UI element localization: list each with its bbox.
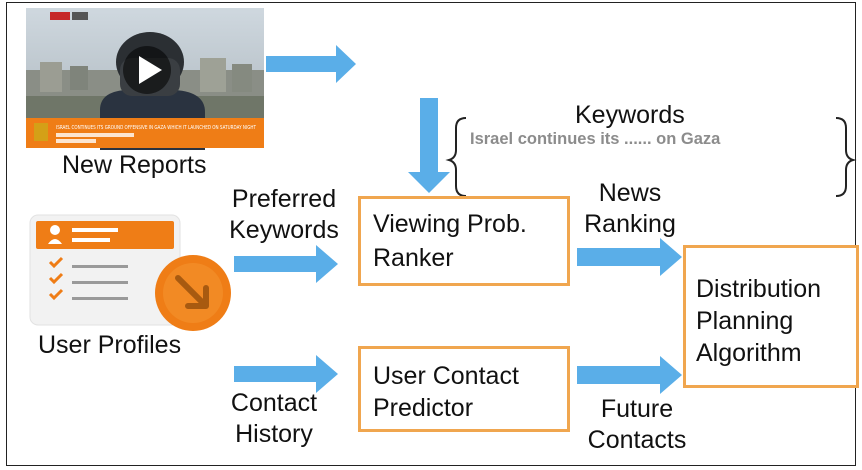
- news-ranking-label: News Ranking: [584, 179, 676, 238]
- arrow-news-to-keywords: [266, 45, 356, 83]
- thumbnail-caption: ISRAEL CONTINUES ITS GROUND OFFENSIVE IN…: [56, 125, 256, 131]
- arrow-profiles-to-predictor: [234, 355, 338, 393]
- diagram-frame: [6, 2, 856, 466]
- news-source-label: New Reports: [62, 151, 207, 179]
- keywords-title: Keywords: [575, 101, 685, 129]
- user-profile-icon: [29, 214, 231, 331]
- distribution-planning-box: Distribution Planning Algorithm: [683, 245, 859, 388]
- preferred-keywords-label: Preferred Keywords: [229, 185, 339, 244]
- future-contacts-label: Future Contacts: [587, 395, 687, 454]
- news-video-thumbnail[interactable]: ISRAEL CONTINUES ITS GROUND OFFENSIVE IN…: [26, 8, 264, 150]
- right-brace: [835, 117, 857, 197]
- contact-history-label: Contact History: [230, 389, 318, 448]
- keywords-example: Israel continues its ...... on Gaza: [470, 130, 721, 148]
- left-brace: [445, 117, 467, 197]
- arrow-keywords-to-ranker: [408, 98, 450, 193]
- arrow-ranker-to-distribution: [577, 238, 682, 276]
- viewing-prob-ranker-box: Viewing Prob. Ranker: [358, 196, 570, 286]
- user-profiles-label: User Profiles: [38, 331, 182, 359]
- user-contact-predictor-box: User Contact Predictor: [358, 346, 570, 432]
- arrow-profiles-to-ranker: [234, 245, 338, 283]
- arrow-predictor-to-distribution: [577, 356, 682, 394]
